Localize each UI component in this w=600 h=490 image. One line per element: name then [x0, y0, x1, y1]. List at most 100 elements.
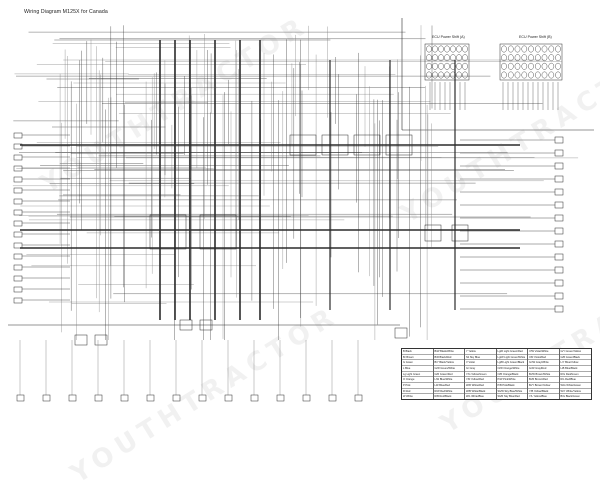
legend-entry: R/B Red/Black [434, 395, 452, 399]
legend-entry: O/W Orange/White [496, 366, 527, 372]
legend-entry: Br/W Brown/White [528, 372, 559, 378]
ecu-pin [541, 45, 548, 53]
component-symbol [13, 297, 23, 304]
legend-entry: R/W Red/White [433, 389, 464, 395]
legend-entry: V/W Violet/White [528, 349, 559, 355]
component-symbol [13, 253, 23, 260]
connector-block [74, 334, 88, 346]
ecu-pin [528, 54, 534, 62]
ecu-pin [426, 62, 432, 70]
legend-entry: Gr/R Gray/Red [528, 366, 559, 372]
component-symbol [554, 292, 564, 300]
component-symbol [13, 154, 23, 161]
legend-entry: B/R Black/Red [433, 355, 464, 361]
legend-entry: Y/B Yellow/Black [528, 389, 559, 395]
legend-entry: Lg Light Green [402, 372, 433, 378]
ecu-pin [548, 71, 555, 79]
ecu-pin [438, 54, 444, 62]
legend-entry: R/G Red/Green [559, 372, 591, 378]
component-symbol [13, 220, 23, 227]
ecu-pin [535, 62, 541, 70]
component-symbol [554, 162, 564, 170]
connector-block [424, 224, 442, 242]
ecu-pin [555, 54, 561, 62]
component-symbol [276, 394, 285, 402]
connector-block [385, 134, 413, 156]
ecu-pin [432, 54, 438, 62]
component-symbol [13, 143, 23, 150]
component-symbol [198, 394, 207, 402]
ecu-pin [462, 54, 468, 62]
ecu-pin [432, 62, 438, 70]
ecu-pin [444, 62, 450, 70]
connector-block [289, 134, 317, 156]
connector-block [321, 134, 349, 156]
ecu-pin [548, 45, 555, 53]
ecu-b-label: ECU Power Shift (B) [519, 35, 552, 39]
ecu-pin [432, 71, 438, 79]
legend-entry: Sb/W Sky Blue/White [496, 389, 527, 395]
ecu-pin [555, 45, 561, 53]
legend-entry: Br Brown [402, 355, 433, 361]
component-symbol [13, 198, 23, 205]
wiring-diagram-sheet [8, 18, 594, 402]
ecu-pin [432, 45, 438, 53]
component-symbol [554, 201, 564, 209]
ecu-pin [535, 71, 541, 79]
ecu-pin [456, 45, 462, 53]
ecu-pin [501, 45, 507, 53]
component-symbol [554, 253, 564, 261]
component-symbol [328, 394, 337, 402]
ecu-pin [462, 45, 468, 53]
ecu-pin [555, 62, 561, 70]
legend-entry: V Violet [465, 360, 496, 367]
component-symbol [13, 209, 23, 216]
component-symbol [554, 188, 564, 196]
ecu-pin [501, 71, 507, 79]
ecu-pin [438, 71, 444, 79]
component-symbol [554, 266, 564, 274]
connector-block [149, 214, 187, 250]
component-symbol [250, 394, 259, 402]
ecu-pin [528, 45, 534, 53]
ecu-pin [426, 45, 432, 53]
ecu-connector [424, 43, 470, 81]
page-title: Wiring Diagram M125X for Canada [24, 9, 108, 15]
legend-entry: L/B Blue/Black [559, 366, 591, 372]
ecu-pin [444, 45, 450, 53]
ecu-pin [507, 62, 514, 70]
component-symbol [146, 394, 155, 402]
ecu-pin [514, 54, 521, 62]
ecu-pin [426, 71, 432, 79]
component-symbol [120, 394, 129, 402]
legend-entry: R Red [402, 389, 433, 395]
ecu-pin [548, 54, 555, 62]
component-symbol [94, 394, 103, 402]
connector-block [199, 319, 213, 331]
legend-entry: P/W Pink/White [496, 377, 527, 384]
component-symbol [554, 214, 564, 222]
legend-entry: G/R Green/Red [433, 372, 464, 378]
legend-entry: Sb/R Sky Blue/Red [497, 395, 520, 399]
ecu-pin [507, 71, 514, 79]
connector-block [451, 224, 469, 242]
legend-entry: W/G White/Green [559, 383, 591, 389]
ecu-pin [438, 45, 444, 53]
ecu-pin [514, 45, 521, 53]
ecu-pin [514, 62, 521, 70]
component-symbol [554, 227, 564, 235]
ecu-pin [521, 62, 528, 70]
legend-entry: L/W Blue/White [433, 377, 464, 384]
ecu-pin [462, 71, 468, 79]
component-symbol [42, 394, 51, 402]
legend-entry: Lg/W Light Green/White [496, 355, 527, 361]
component-symbol [13, 187, 23, 194]
legend-entry: P/B Pink/Black [496, 383, 527, 389]
legend-entry: Y/L Yellow/Blue [529, 395, 547, 399]
ecu-pin [535, 45, 541, 53]
connector-block [394, 327, 408, 339]
